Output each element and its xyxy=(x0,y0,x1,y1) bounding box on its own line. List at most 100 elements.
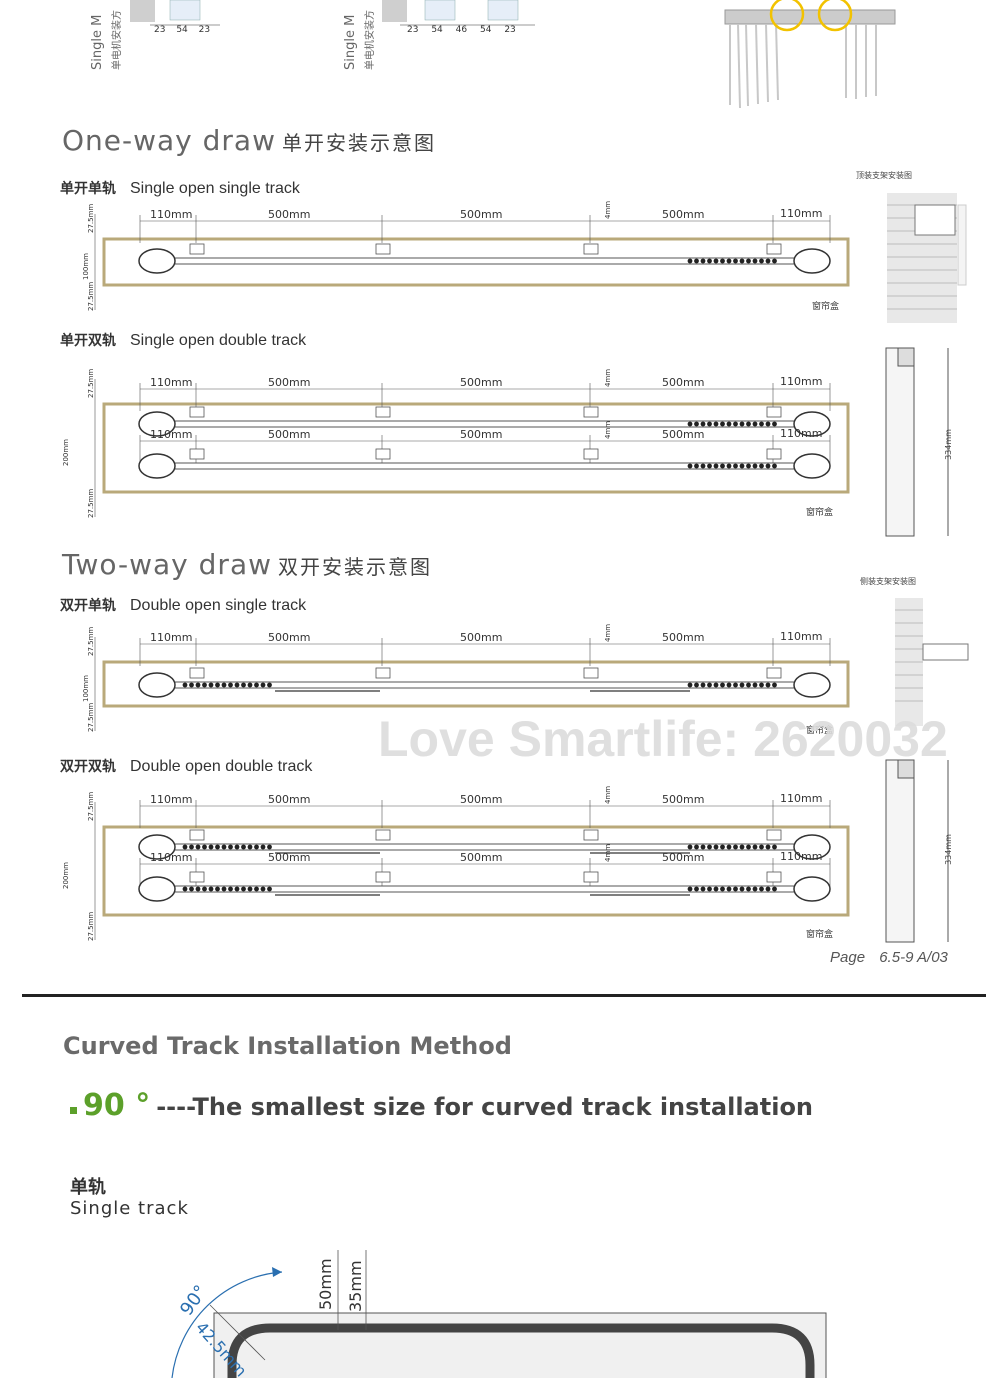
tw-double-track1-runner-4 xyxy=(713,844,719,850)
tw-double-track1-runner-16 xyxy=(195,844,201,850)
tw-single-track1-runner-21 xyxy=(228,682,233,688)
tw-single-frame xyxy=(102,660,850,708)
page-ref: Page 6.5-9 A/03 xyxy=(830,949,948,966)
tw-double-track2-runner-10 xyxy=(752,886,758,892)
tw-double-2-dim-500-b: 500mm xyxy=(460,851,502,864)
ow-double-2-dim-4: 4mm xyxy=(604,421,612,439)
curtain-box-label-1: 窗帘盒 xyxy=(812,302,840,312)
dim-r5: 23 xyxy=(504,25,516,35)
tw-double-track2-runner-22 xyxy=(234,886,240,892)
tw-double-track2-runner-7 xyxy=(733,886,738,892)
tw-double-track1-runner-6 xyxy=(726,844,732,850)
tw-double-track1-runner-18 xyxy=(208,844,214,850)
tw-double-track2-bracket-1 xyxy=(375,871,391,883)
ow-single-track1-runner-5 xyxy=(720,258,725,264)
tw-double-track1-runner-25 xyxy=(254,844,259,850)
tw-double-track2-runner-12 xyxy=(765,886,771,892)
tw-single-track1-runner-10 xyxy=(752,682,758,688)
ow-double-track2-runner-6 xyxy=(726,463,732,469)
dim-r3: 46 xyxy=(455,25,468,35)
ow-double-track2-runner-9 xyxy=(746,463,751,469)
ow-double-track2-bracket-1 xyxy=(375,448,391,460)
ow-single-dim-500-c: 500mm xyxy=(662,208,704,221)
tw-double-dim-110-right: 110mm xyxy=(780,792,822,805)
tw-double-2-dim-500-a: 500mm xyxy=(268,851,310,864)
tw-double-track1-runner-27 xyxy=(267,844,272,850)
ow-double-dim-500-a: 500mm xyxy=(268,376,310,389)
top-strip-graphic xyxy=(130,0,896,109)
tw-double-track2-runner-16 xyxy=(195,886,201,892)
tw-single-track1-runner-16 xyxy=(195,682,201,688)
ow-single-dim-4: 4mm xyxy=(604,201,612,219)
tw-double-track1-runner-22 xyxy=(234,844,240,850)
ow-double-track2-right-cap xyxy=(793,453,831,479)
single-track-en: Single track xyxy=(70,1198,189,1219)
tw-single-track1-runner-25 xyxy=(254,682,259,688)
ow-double-track1-runner-5 xyxy=(720,421,725,427)
ow-single-vdim-mid: 100mm xyxy=(82,253,90,280)
tw-single-track1-runner-18 xyxy=(208,682,214,688)
tw-single-dim-4: 4mm xyxy=(604,624,612,642)
page-ref-code: 6.5-9 A/03 xyxy=(879,949,948,966)
tw-double-track1-bracket-1 xyxy=(375,829,391,841)
tw-single-track1-runner-4 xyxy=(713,682,719,688)
dim-54a: 54 xyxy=(176,25,188,35)
dim-r1: 23 xyxy=(407,25,419,35)
tw-double-track1-bracket-3 xyxy=(766,829,782,841)
dim-row-right: 23 54 46 54 23 xyxy=(407,25,516,35)
ow-double-track1-runner-0 xyxy=(687,421,693,427)
ow-single-track1-right-cap xyxy=(793,248,831,274)
tw-double-track2-bracket-3 xyxy=(766,871,782,883)
ow-single-track1-runner-9 xyxy=(746,258,751,264)
ow-single-track1-bracket-1 xyxy=(375,243,391,255)
ow-single-track1-runner-6 xyxy=(726,258,732,264)
tw-double-track2-runner-14 xyxy=(182,886,188,892)
ow-double-track1-runner-1 xyxy=(694,421,699,427)
ow-double-track2-left-cap xyxy=(138,453,176,479)
tw-double-track2-bracket-2 xyxy=(583,871,599,883)
ow-single-track1-runner-13 xyxy=(772,258,777,264)
curved-caption: ----The smallest size for curved track i… xyxy=(156,1093,814,1121)
ow-double-dim-110-left: 110mm xyxy=(150,376,192,389)
ow-double-track1-runner-8 xyxy=(739,421,745,427)
tw-double-track2-runner-19 xyxy=(215,886,220,892)
ow-double-track1-runner-11 xyxy=(759,421,764,427)
tw-double-track1-runner-20 xyxy=(221,844,227,850)
tw-double-track2-runner-23 xyxy=(241,886,246,892)
tw-double-track1-runner-8 xyxy=(739,844,745,850)
top-mount-note: 顶装支架安装图 xyxy=(856,171,912,180)
tw-double-track2-runner-0 xyxy=(687,886,693,892)
top-strip: 23 54 23 23 54 46 54 23 Single M 单电机安装方 … xyxy=(0,0,1000,115)
tw-single-track1-runner-3 xyxy=(707,682,712,688)
radius-label: 42.5mm xyxy=(191,1318,251,1380)
two-way-title-cn: 双开安装示意图 xyxy=(278,555,432,579)
dim-row-left: 23 54 23 xyxy=(154,25,210,35)
ow-double-track1-bracket-3 xyxy=(766,406,782,418)
tw-double-dim-500-b: 500mm xyxy=(460,793,502,806)
ow-double-track1-runner-7 xyxy=(733,421,738,427)
ow-single-track1-runner-0 xyxy=(687,258,693,264)
tw-double-track1-runner-9 xyxy=(746,844,751,850)
ow-double-vdim-mid: 200mm xyxy=(62,439,70,466)
tw-single-track1-runner-0 xyxy=(687,682,693,688)
tw-single-vdim-bottom: 27.5mm xyxy=(87,703,95,732)
tw-double-track1-runner-11 xyxy=(759,844,764,850)
ow-double-track2-runner-12 xyxy=(765,463,771,469)
tw-double-track1-runner-17 xyxy=(202,844,207,850)
tw-double-dim-500-c: 500mm xyxy=(662,793,704,806)
tw-single-track1-runner-12 xyxy=(765,682,771,688)
ow-double-track2-bracket-3 xyxy=(766,448,782,460)
tw-single-track1-runner-17 xyxy=(202,682,207,688)
tw-single-dim-110-left: 110mm xyxy=(150,631,192,644)
tw-single-track1-runner-19 xyxy=(215,682,220,688)
ow-double-track1-runner-4 xyxy=(713,421,719,427)
ow-single-track1-runner-12 xyxy=(765,258,771,264)
tw-double-track2-runner-15 xyxy=(189,886,194,892)
ow-single-track1-runner-10 xyxy=(752,258,758,264)
tw-single-track1-runner-22 xyxy=(234,682,240,688)
dim-r4: 54 xyxy=(479,25,492,35)
tw-double-track2-runner-18 xyxy=(208,886,214,892)
tw-double-2-dim-500-c: 500mm xyxy=(662,851,704,864)
